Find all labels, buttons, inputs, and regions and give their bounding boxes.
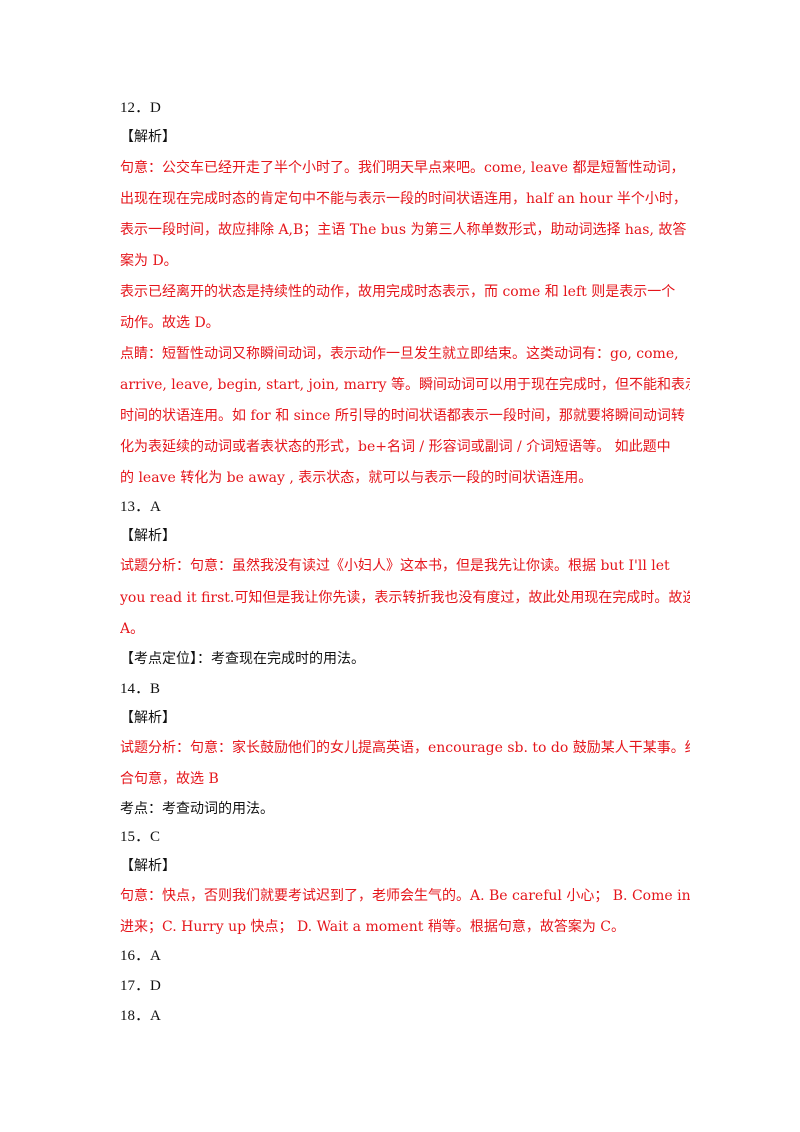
explanation-14-line-2: 合句意，故选 B [120, 771, 219, 787]
explanation-13-line-1: 试题分析：句意：虽然我没有读过《小妇人》这本书，但是我先让你读。根据 but I… [120, 558, 670, 574]
analysis-tag-14: 【解析】 [120, 710, 176, 726]
answer-14: 14．B [120, 681, 161, 697]
answer-15: 15．C [120, 829, 161, 845]
tip-12-line-4: 化为表延续的动词或者表状态的形式，be+名词 / 形容词或副词 / 介词短语等。… [120, 439, 671, 455]
explanation-13-line-2: you read it first.可知但是我让你先读，表示转折我也没有度过，故… [120, 590, 690, 606]
analysis-tag-12: 【解析】 [120, 129, 176, 145]
tip-12-line-5: 的 leave 转化为 be away , 表示状态，就可以与表示一段的时间状语… [120, 470, 593, 486]
answer-13: 13．A [120, 499, 161, 515]
test-point-14: 考点：考查动词的用法。 [120, 801, 274, 817]
explanation-13-line-3: A。 [120, 621, 145, 637]
explanation-15-line-1: 句意：快点，否则我们就要考试迟到了，老师会生气的。A. Be careful 小… [120, 888, 690, 904]
explanation-14-line-1: 试题分析：句意：家长鼓励他们的女儿提高英语，encourage sb. to d… [120, 740, 690, 756]
explanation-12-line-6: 动作。故选 D。 [120, 315, 220, 331]
tip-12-line-2: arrive, leave, begin, start, join, marry… [120, 377, 690, 393]
explanation-12-line-1: 句意：公交车已经开走了半个小时了。我们明天早点来吧。come, leave 都是… [120, 160, 685, 176]
answer-12: 12．D [120, 100, 161, 116]
answer-16: 16．A [120, 948, 161, 964]
explanation-12-line-2: 出现在现在完成时态的肯定句中不能与表示一段的时间状语连用，half an hou… [120, 191, 687, 207]
explanation-15-line-2: 进来；C. Hurry up 快点； D. Wait a moment 稍等。根… [120, 919, 625, 935]
tip-12-line-1: 点睛：短暂性动词又称瞬间动词，表示动作一旦发生就立即结束。这类动词有：go, c… [120, 346, 679, 362]
explanation-12-line-4: 案为 D。 [120, 253, 178, 269]
answer-18: 18．A [120, 1008, 161, 1024]
explanation-12-line-5: 表示已经离开的状态是持续性的动作，故用完成时态表示，而 come 和 left … [120, 284, 676, 300]
explanation-12-line-3: 表示一段时间，故应排除 A,B；主语 The bus 为第三人称单数形式，助动词… [120, 222, 687, 238]
answer-17: 17．D [120, 978, 161, 994]
tip-12-line-3: 时间的状语连用。如 for 和 since 所引导的时间状语都表示一段时间，那就… [120, 408, 685, 424]
point-locate-13: 【考点定位】：考查现在完成时的用法。 [120, 651, 365, 667]
analysis-tag-13: 【解析】 [120, 528, 176, 544]
analysis-tag-15: 【解析】 [120, 858, 176, 874]
